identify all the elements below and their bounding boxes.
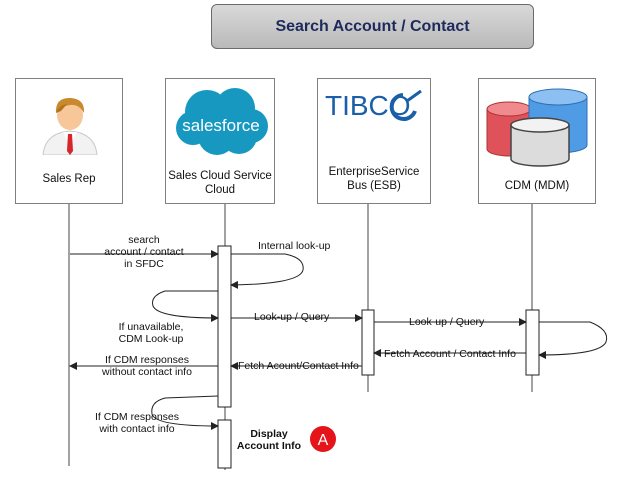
msg-internal-lookup: Internal look-up xyxy=(258,240,331,252)
msg-with-contact: If CDM responses with contact info xyxy=(94,411,180,435)
salesforce-logo-text: salesforce xyxy=(182,116,259,135)
diagram-title: Search Account / Contact xyxy=(275,17,470,35)
msg-unavailable: If unavailable, CDM Look-up xyxy=(118,321,184,345)
tibco-label: EnterpriseService Bus (ESB) xyxy=(328,166,420,192)
unavailable-arrow xyxy=(152,290,219,322)
msg-without-contact: If CDM responses without contact info xyxy=(102,354,192,378)
tibco-logo-icon: TIBCO xyxy=(325,89,422,121)
msg-fetch-contact: Fetch Account / Contact Info xyxy=(384,348,516,360)
with-contact-arrow xyxy=(151,395,219,430)
gray-database-cylinder xyxy=(510,117,570,167)
actor-salesforce: salesforce Sales Cloud Service Cloud xyxy=(165,78,275,204)
sales-rep-label: Sales Rep xyxy=(42,173,96,185)
actor-tibco-esb: TIBCO EnterpriseService Bus (ESB) xyxy=(317,78,431,204)
salesforce-activation-bar xyxy=(217,245,232,408)
sales-rep-person-icon xyxy=(37,89,103,155)
internal-lookup-arrow xyxy=(230,253,304,289)
salesforce-activation-bar-2 xyxy=(217,419,232,469)
cdm-self-arrow xyxy=(538,321,608,359)
marker-a-text: A xyxy=(318,432,329,449)
msg-search: search account / contact in SFDC xyxy=(104,234,184,270)
actor-sales-rep: Sales Rep xyxy=(15,78,123,204)
salesforce-label: Sales Cloud Service Cloud xyxy=(168,170,272,196)
marker-a-circle xyxy=(310,426,336,452)
msg-display: Display Account Info xyxy=(236,428,302,452)
database-cylinders-icon xyxy=(486,88,588,167)
cdm-activation-bar xyxy=(525,309,540,376)
msg-lookup-query-2: Look-up / Query xyxy=(409,316,485,328)
cdm-label: CDM (MDM) xyxy=(504,180,570,192)
salesforce-cloud-logo-icon: salesforce xyxy=(176,88,268,155)
actor-cdm-mdm: CDM (MDM) xyxy=(478,78,596,204)
msg-lookup-query-1: Look-up / Query xyxy=(254,311,330,323)
tibco-activation-bar xyxy=(361,309,375,376)
diagram-title-box: Search Account / Contact xyxy=(211,4,534,49)
msg-fetch-account: Fetch Acount/Contact Info xyxy=(238,360,359,372)
